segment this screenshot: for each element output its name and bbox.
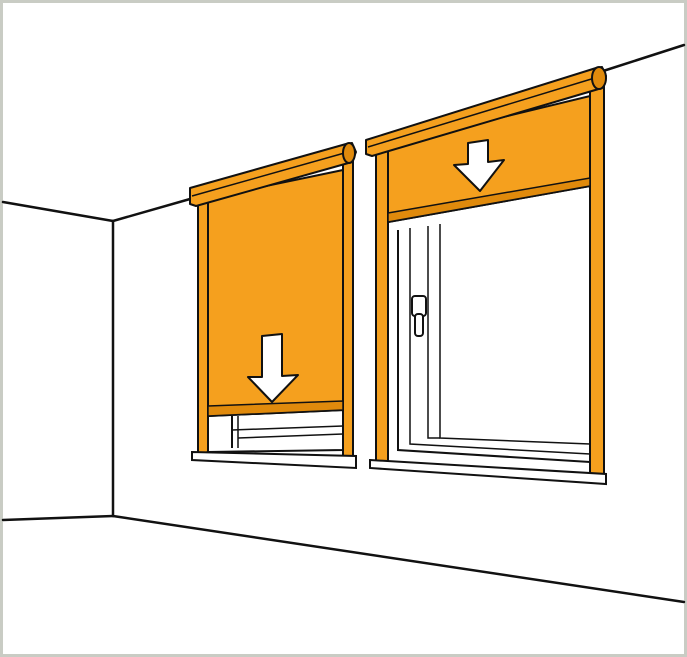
left-window-frame-left bbox=[198, 198, 208, 455]
right-window-frame-right bbox=[590, 84, 604, 478]
left-window-frame-right bbox=[343, 158, 353, 462]
right-window-cassette-endcap bbox=[592, 67, 606, 89]
right-window bbox=[366, 67, 606, 484]
left-window bbox=[190, 143, 356, 468]
left-window-glass bbox=[208, 410, 343, 452]
left-window-cassette-endcap bbox=[343, 143, 355, 163]
right-window-handle-grip bbox=[415, 314, 423, 336]
right-window-frame-left bbox=[376, 145, 388, 462]
